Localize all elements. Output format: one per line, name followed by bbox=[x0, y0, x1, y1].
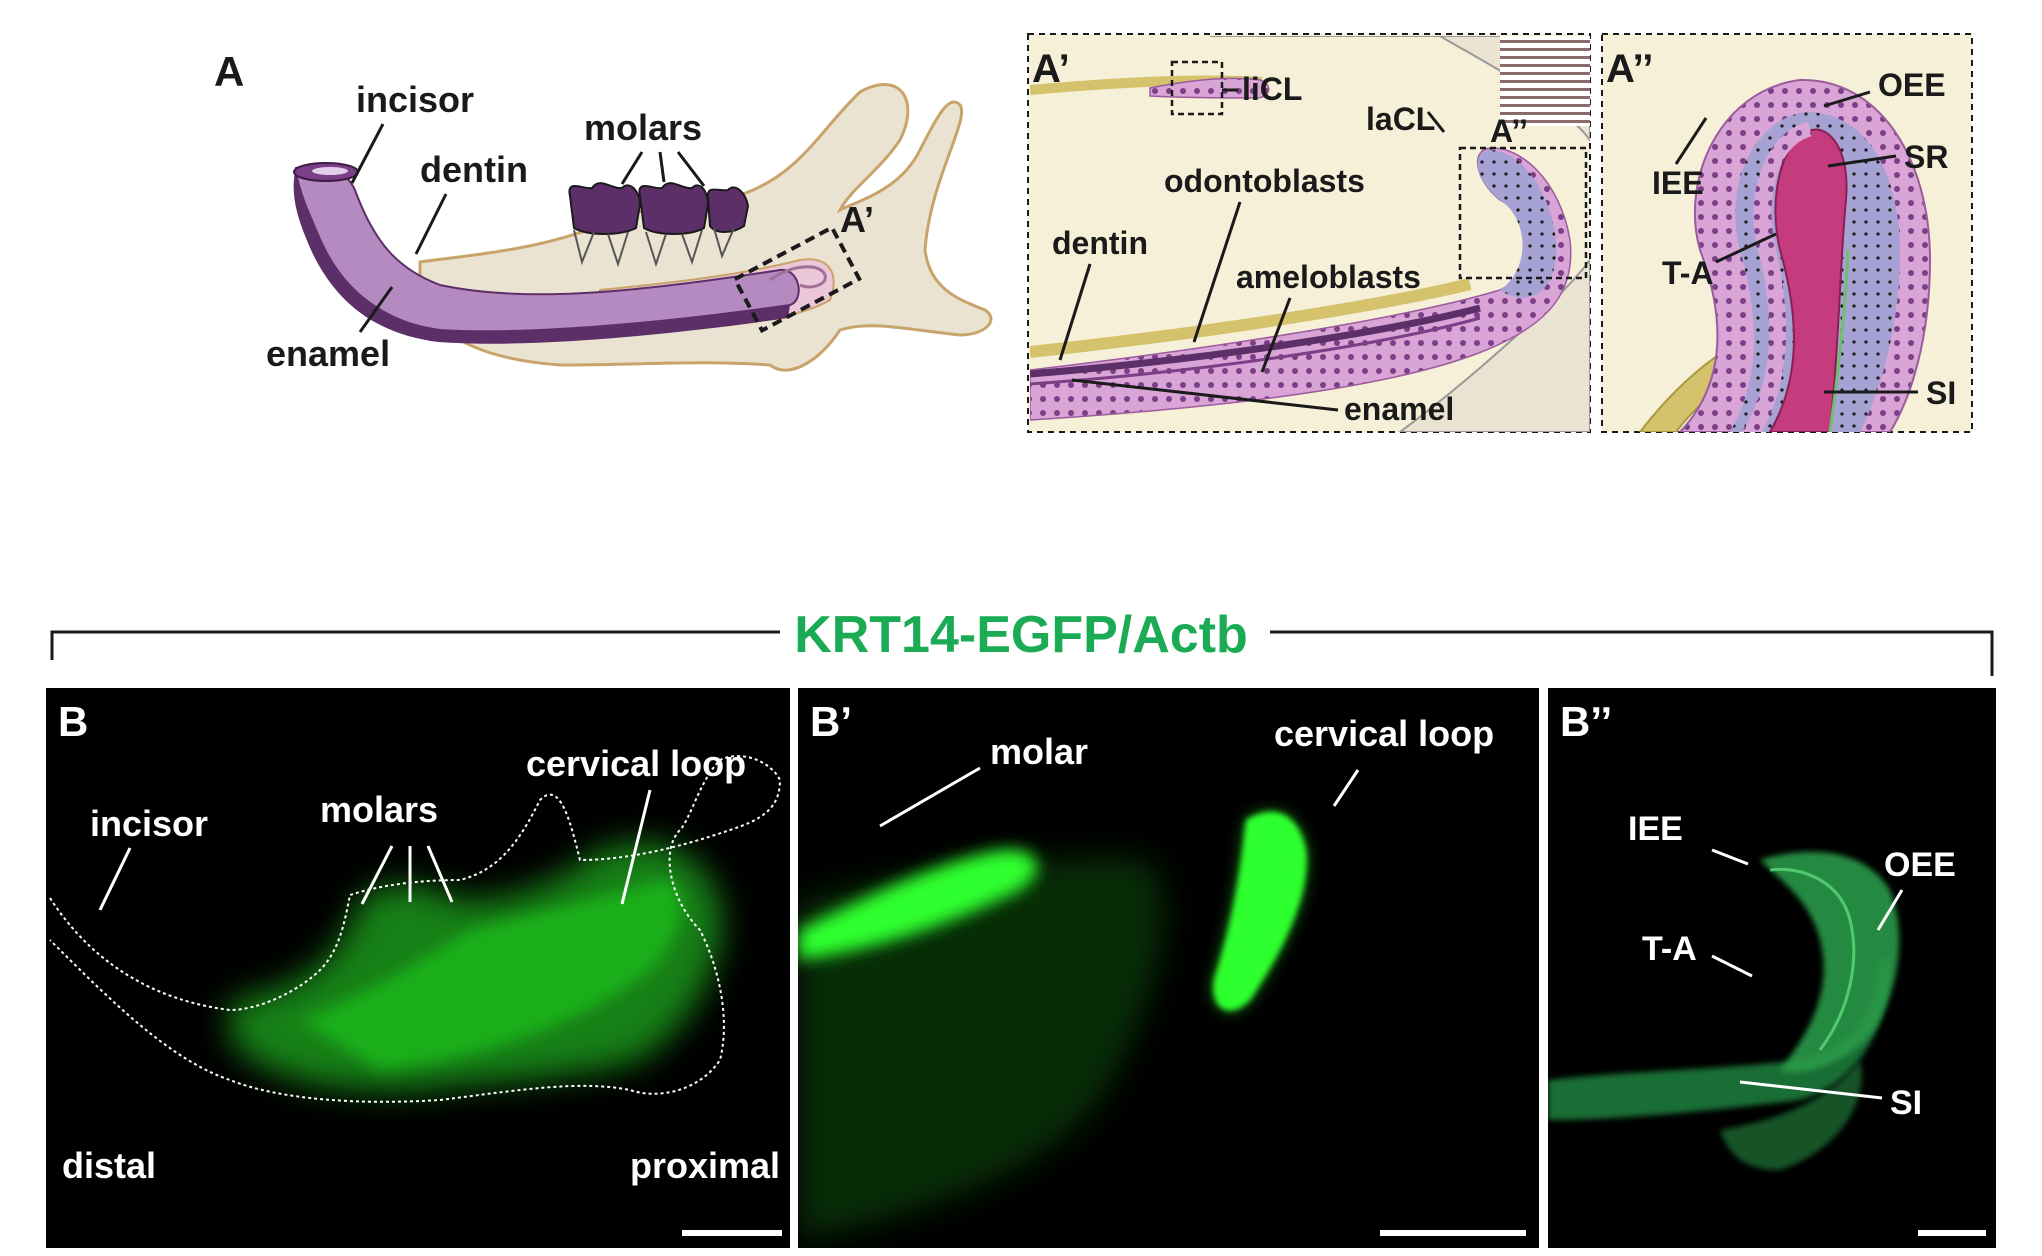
molar-crown-1 bbox=[568, 182, 642, 235]
dentin-layer bbox=[1030, 316, 1481, 386]
leader-lacl bbox=[1426, 111, 1446, 133]
label-incisor: incisor bbox=[356, 79, 474, 120]
label-cervical-loop-b: cervical loop bbox=[526, 743, 746, 784]
leader-oee-a2 bbox=[1823, 90, 1871, 108]
section-b-title: KRT14-EGFP/Actb bbox=[794, 606, 1248, 664]
leader-molar-b1 bbox=[879, 766, 981, 828]
lingual-cervical-loop bbox=[1149, 77, 1270, 99]
leader-cervical-loop-b bbox=[620, 789, 652, 905]
label-iee-a2: IEE bbox=[1652, 165, 1704, 201]
panel-b: B incisor molars cervical loop distal pr… bbox=[46, 688, 790, 1248]
label-odontoblasts: odontoblasts bbox=[1164, 163, 1365, 199]
leader-dentin-a-prime bbox=[1058, 263, 1092, 361]
leader-ameloblasts bbox=[1260, 297, 1292, 373]
label-inset-marker-a-prime: A’ bbox=[840, 199, 874, 240]
panel-b-double-prime-label: B’’ bbox=[1560, 698, 1612, 745]
leader-dentin bbox=[414, 193, 448, 255]
si-strand-fluorescence bbox=[1548, 960, 1890, 1120]
label-licl: liCL bbox=[1242, 71, 1302, 107]
label-ameloblasts: ameloblasts bbox=[1236, 259, 1421, 295]
stratum-intermedium bbox=[1828, 249, 1850, 432]
molar-roots bbox=[573, 227, 735, 268]
leader-odontoblasts bbox=[1192, 201, 1242, 343]
leader-cervical-loop-b1 bbox=[1332, 769, 1360, 807]
licl-inset-box bbox=[1170, 60, 1224, 116]
label-lacl: laCL bbox=[1366, 101, 1435, 137]
molar-fluorescence bbox=[798, 849, 1038, 960]
leader-incisor bbox=[350, 123, 385, 184]
enamel-layer bbox=[1030, 304, 1481, 378]
label-enamel-a-prime: enamel bbox=[1344, 391, 1454, 427]
odontoblast-layer bbox=[1030, 278, 1472, 358]
labial-loop-core bbox=[1477, 150, 1557, 298]
panel-b-double-prime: B’’ IEE OEE T-A SI bbox=[1548, 688, 1996, 1248]
mandible-fluorescence-core bbox=[300, 880, 682, 1070]
panel-b-prime-label: B’ bbox=[810, 698, 852, 745]
cervical-loop-halo bbox=[1213, 811, 1307, 1011]
label-ta-a2: T-A bbox=[1662, 255, 1714, 291]
label-molars: molars bbox=[584, 107, 702, 148]
label-dentin: dentin bbox=[420, 149, 528, 190]
panel-a-prime: A’ liCL laCL A’’ odontoblasts dentin ame… bbox=[1027, 33, 1591, 433]
panel-a-prime-label: A’ bbox=[1032, 47, 1070, 91]
cervical-loop-shell bbox=[1760, 851, 1900, 1073]
diffuse-tissue-glow bbox=[798, 858, 1164, 1240]
cervical-loop-sketch bbox=[769, 265, 827, 289]
striated-tissue bbox=[1500, 36, 1590, 126]
scale-bar-b-double-prime bbox=[1918, 1230, 1986, 1236]
scale-bar-b bbox=[682, 1230, 782, 1236]
inset-box-a-prime bbox=[732, 224, 862, 334]
panel-a-double-prime-label: A’’ bbox=[1606, 47, 1653, 91]
leader-ta-b2 bbox=[1711, 954, 1753, 978]
label-sr-a2: SR bbox=[1904, 139, 1948, 175]
label-oee-a2: OEE bbox=[1878, 67, 1946, 103]
ameloblast-layer bbox=[1030, 147, 1572, 421]
panel-b-prime: B’ molar cervical loop bbox=[798, 688, 1539, 1248]
mandible-illustration bbox=[293, 83, 993, 372]
panel-b-label: B bbox=[58, 698, 88, 745]
section-b-header: KRT14-EGFP/Actb bbox=[50, 606, 1994, 676]
label-dentin-a-prime: dentin bbox=[1052, 225, 1148, 261]
label-molars-b: molars bbox=[320, 789, 438, 830]
leader-sr-a2 bbox=[1827, 154, 1897, 168]
inner-enamel-epithelium bbox=[1742, 122, 1812, 432]
panel-a-label: A bbox=[214, 48, 244, 95]
lacl-inset-box bbox=[1458, 146, 1588, 280]
leader-oee-b2 bbox=[1876, 889, 1904, 931]
label-oee-b2: OEE bbox=[1884, 846, 1956, 884]
label-iee-b2: IEE bbox=[1628, 810, 1683, 848]
leader-si-b2 bbox=[1739, 1080, 1883, 1100]
scale-bar-b-prime bbox=[1380, 1230, 1526, 1236]
molar-crown-2 bbox=[638, 182, 710, 235]
leader-iee-a2 bbox=[1674, 117, 1708, 165]
label-inset-marker-a-double-prime: A’’ bbox=[1490, 113, 1528, 149]
label-si-b2: SI bbox=[1890, 1084, 1922, 1122]
label-proximal: proximal bbox=[630, 1145, 780, 1186]
section-b-bracket bbox=[50, 630, 1994, 676]
leader-molars-b bbox=[360, 845, 454, 905]
label-incisor-b: incisor bbox=[90, 803, 208, 844]
label-cervical-loop-b1: cervical loop bbox=[1274, 713, 1494, 754]
transit-amplifying-zone bbox=[1768, 128, 1848, 432]
leader-iee-b2 bbox=[1711, 848, 1749, 866]
leader-ta-a2 bbox=[1715, 232, 1777, 264]
leader-enamel-a-prime bbox=[1071, 378, 1339, 412]
leader-enamel bbox=[358, 286, 394, 333]
incisor-tip-highlight bbox=[312, 167, 348, 175]
label-distal: distal bbox=[62, 1145, 156, 1186]
label-si-a2: SI bbox=[1926, 375, 1956, 411]
leader-incisor-b bbox=[98, 847, 132, 911]
cervical-loop-inner bbox=[1769, 867, 1856, 1051]
panel-a-double-prime: A’’ OEE IEE SR T-A SI bbox=[1601, 33, 1973, 433]
label-ta-b2: T-A bbox=[1642, 930, 1697, 968]
molar-row bbox=[568, 182, 750, 268]
molar-crown-3 bbox=[706, 186, 750, 233]
panel-a: A incisor dentin molars bbox=[214, 48, 993, 374]
label-molar-b1: molar bbox=[990, 731, 1088, 772]
leader-molars bbox=[620, 151, 706, 187]
mandible-outline bbox=[49, 755, 782, 1103]
lower-flank-fluorescence bbox=[1720, 1060, 1862, 1170]
label-enamel: enamel bbox=[266, 333, 390, 374]
